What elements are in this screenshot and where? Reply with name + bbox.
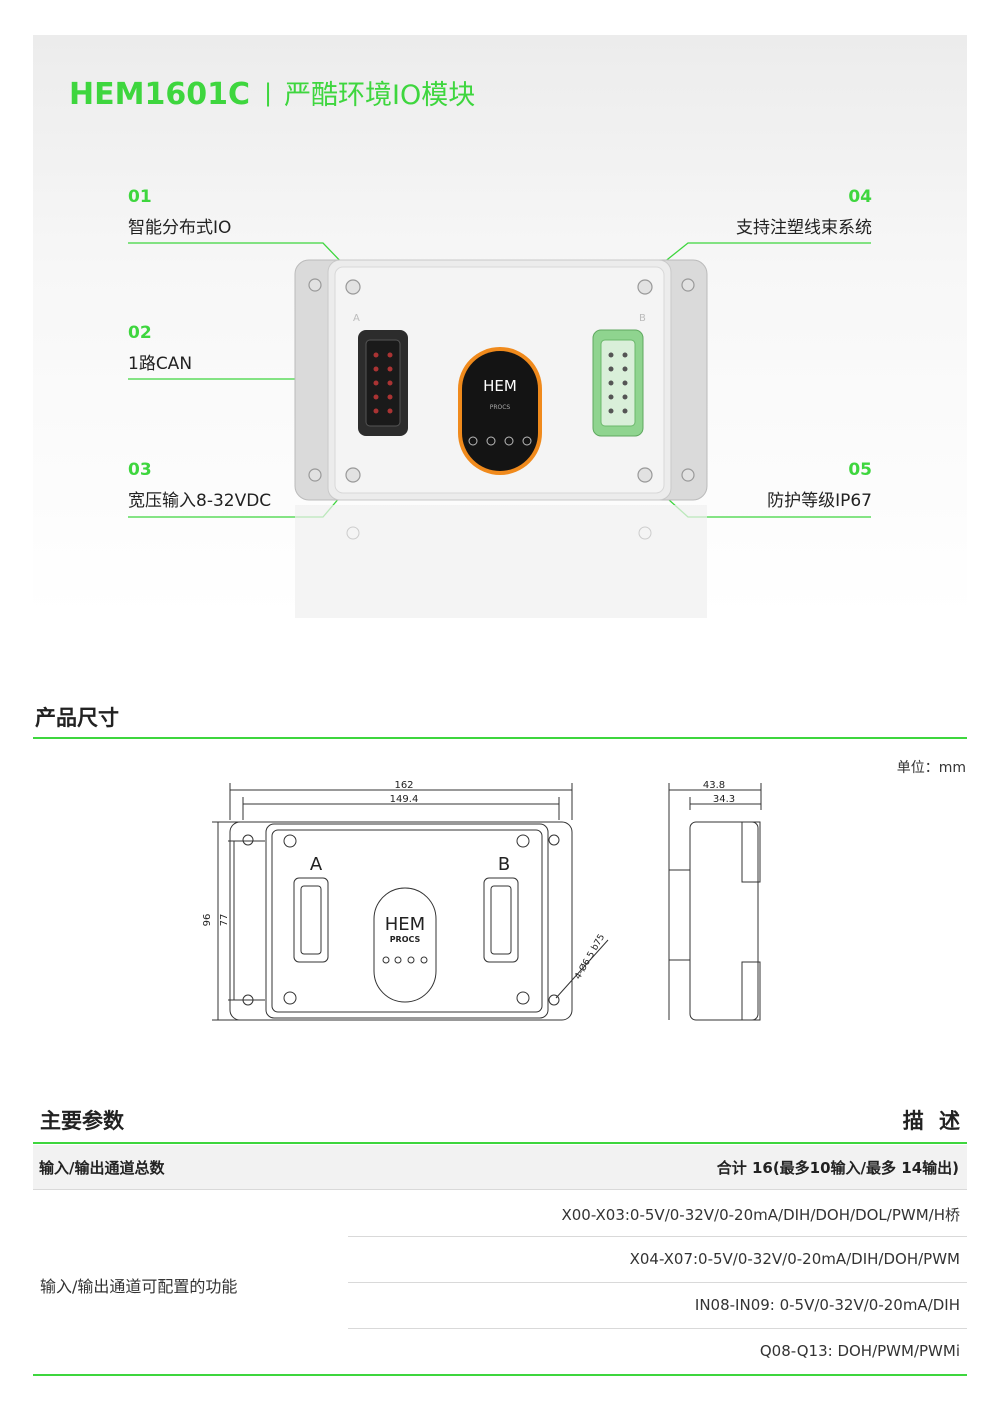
func-item: Q08-Q13: DOH/PWM/PWMi (759, 1342, 960, 1360)
feature-label: 宽压输入8-32VDC (128, 491, 272, 511)
svg-text:PROCS: PROCS (490, 404, 511, 411)
dimension-drawing: 162 149.4 96 77 4-Ø6.5 b75 43.8 34.3 A B… (202, 780, 762, 1021)
front-brand: PROCS (390, 935, 421, 944)
front-logo: HEM (385, 914, 425, 935)
dimensions-title: 产品尺寸 (35, 706, 119, 730)
params-desc-header: 描 述 (902, 1109, 964, 1133)
dim-depth-outer: 43.8 (703, 780, 725, 791)
svg-text:B: B (639, 313, 646, 324)
svg-text:A: A (353, 313, 360, 324)
feature-03: 03 宽压输入8-32VDC (128, 460, 271, 511)
title-separator: | (263, 79, 273, 107)
port-a-label: A (310, 854, 323, 875)
table-bottom-line (33, 1374, 967, 1376)
func-label: 输入/输出通道可配置的功能 (40, 1277, 238, 1296)
dim-width-outer: 162 (394, 780, 413, 791)
product-subtitle: 严酷环境IO模块 (284, 80, 476, 111)
row-divider (33, 1189, 967, 1190)
product-title: HEM1601C | 严酷环境IO模块 (69, 73, 475, 112)
func-item: IN08-IN09: 0-5V/0-32V/0-20mA/DIH (694, 1296, 960, 1314)
section-divider (33, 737, 967, 739)
feature-number: 05 (848, 460, 872, 480)
func-item: X04-X07:0-5V/0-32V/0-20mA/DIH/DOH/PWM (629, 1250, 960, 1268)
feature-01: 01 智能分布式IO (128, 187, 231, 238)
total-channels-label: 输入/输出通道总数 (39, 1159, 165, 1177)
table-row: 输入/输出通道总数 合计 16(最多10输入/最多 14输出) (33, 1145, 967, 1189)
feature-02: 02 1路CAN (128, 323, 192, 374)
svg-text:HEM: HEM (483, 377, 517, 395)
model-name: HEM1601C (69, 77, 250, 112)
feature-number: 03 (128, 460, 152, 480)
dim-depth-inner: 34.3 (713, 794, 735, 805)
section-divider (33, 1142, 967, 1144)
dim-holes: 4-Ø6.5 b75 (572, 932, 607, 981)
feature-label: 智能分布式IO (128, 218, 232, 238)
port-b-label: B (498, 854, 510, 875)
params-title: 主要参数 (40, 1109, 124, 1133)
feature-number: 04 (848, 187, 872, 207)
feature-label: 1路CAN (128, 354, 193, 374)
row-divider (348, 1282, 967, 1283)
hero-banner: A B HEM PROCS HEM1 (33, 35, 967, 618)
unit-label: 单位：mm (896, 760, 966, 776)
device-illustration: A B HEM PROCS (128, 242, 871, 618)
dim-height-outer: 96 (202, 914, 213, 927)
dim-width-inner: 149.4 (390, 794, 419, 805)
func-item: X00-X03:0-5V/0-32V/0-20mA/DIH/DOH/DOL/PW… (561, 1206, 960, 1224)
dim-height-inner: 77 (219, 914, 230, 927)
feature-05: 05 防护等级IP67 (767, 460, 872, 511)
feature-label: 防护等级IP67 (767, 491, 872, 511)
feature-label: 支持注塑线束系统 (736, 218, 872, 238)
feature-number: 01 (128, 187, 152, 207)
feature-04: 04 支持注塑线束系统 (736, 187, 872, 238)
total-channels-value: 合计 16(最多10输入/最多 14输出) (716, 1159, 959, 1177)
row-divider (348, 1236, 967, 1237)
feature-number: 02 (128, 323, 152, 343)
row-divider (348, 1328, 967, 1329)
